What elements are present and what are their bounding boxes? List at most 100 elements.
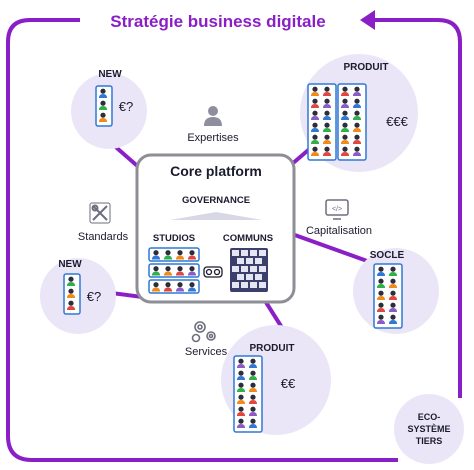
person-tile: [152, 266, 160, 276]
person-tile: [152, 250, 160, 260]
person-tile: [67, 300, 75, 310]
outer-frame: [6, 18, 398, 462]
person-tile: [164, 266, 172, 276]
bubble-new-left: NEW €?: [40, 258, 116, 334]
communs-brick-grid: [230, 248, 268, 292]
person-tile: [188, 266, 196, 276]
link-icon: [203, 266, 223, 278]
page-title: Stratégie business digitale: [110, 12, 325, 31]
outer-frame-right: [372, 18, 462, 398]
standards-label: Standards: [78, 231, 129, 243]
person-tile: [353, 110, 361, 120]
studio-row: [148, 263, 200, 278]
people-column: [373, 263, 403, 329]
eco-line2: SYSTÈME: [407, 424, 450, 434]
capitalisation-label: Capitalisation: [306, 225, 372, 237]
person-tile: [377, 302, 385, 312]
person-tile: [67, 276, 75, 286]
services-label: Services: [185, 346, 228, 358]
person-tile: [176, 266, 184, 276]
person-tile: [237, 406, 245, 416]
people-column: [233, 355, 263, 433]
person-tile: [249, 370, 257, 380]
person-tile: [389, 314, 397, 324]
bubble-produit-top: PRODUIT €€€: [300, 54, 418, 172]
expertises-label: Expertises: [187, 132, 239, 144]
services-group: Services: [185, 321, 228, 358]
bubble-socle: SOCLE: [353, 248, 439, 334]
person-tile: [249, 382, 257, 392]
wrench-screwdriver-icon: [89, 202, 111, 224]
socle-label: SOCLE: [370, 250, 405, 261]
person-tile: [311, 134, 319, 144]
person-tile: [99, 88, 107, 98]
person-tile: [389, 278, 397, 288]
person-tile: [389, 290, 397, 300]
person-tile: [323, 122, 331, 132]
person-tile: [353, 134, 361, 144]
produit-bottom-value: €€: [281, 376, 296, 391]
person-tile: [67, 288, 75, 298]
core-title: Core platform: [170, 163, 262, 179]
gears-icon: [191, 321, 216, 343]
person-tile: [323, 146, 331, 156]
person-icon: [204, 106, 222, 126]
person-tile: [377, 266, 385, 276]
person-tile: [237, 358, 245, 368]
person-tile: [237, 418, 245, 428]
person-tile: [353, 146, 361, 156]
code-screen-icon: </>: [325, 199, 349, 220]
new-left-value: €?: [87, 289, 101, 304]
person-tile: [323, 98, 331, 108]
person-tile: [99, 100, 107, 110]
bubble-new-top: NEW €?: [71, 69, 147, 149]
person-tile: [249, 358, 257, 368]
produit-top-label: PRODUIT: [344, 62, 389, 73]
person-tile: [311, 122, 319, 132]
governance-label: GOVERNANCE: [182, 195, 250, 206]
person-tile: [311, 110, 319, 120]
bubble-produit-bottom: PRODUIT €€: [221, 325, 331, 435]
person-tile: [323, 134, 331, 144]
person-tile: [249, 394, 257, 404]
studio-rows: [148, 247, 200, 294]
person-tile: [164, 250, 172, 260]
person-tile: [237, 382, 245, 392]
frame-arrowhead: [360, 10, 375, 30]
person-tile: [341, 86, 349, 96]
person-tile: [237, 394, 245, 404]
eco-line1: ECO-: [418, 412, 441, 422]
person-tile: [377, 314, 385, 324]
person-tile: [164, 282, 172, 292]
people-column: [63, 273, 81, 315]
svg-text:</>: </>: [332, 206, 342, 213]
person-tile: [188, 250, 196, 260]
new-top-label: NEW: [98, 69, 122, 80]
person-tile: [99, 112, 107, 122]
person-tile: [311, 98, 319, 108]
person-tile: [341, 146, 349, 156]
produit-bottom-label: PRODUIT: [250, 343, 295, 354]
people-column: [307, 83, 337, 161]
person-tile: [341, 122, 349, 132]
governance-wedge: [170, 212, 262, 220]
eco-line3: TIERS: [416, 436, 443, 446]
expertises-group: Expertises: [187, 106, 239, 144]
person-tile: [323, 110, 331, 120]
person-tile: [152, 282, 160, 292]
people-column: [337, 83, 367, 161]
capitalisation-group: </> Capitalisation: [306, 199, 372, 237]
person-tile: [237, 370, 245, 380]
bubble-eco-systeme: ECO- SYSTÈME TIERS: [394, 394, 464, 464]
person-tile: [377, 290, 385, 300]
person-tile: [389, 302, 397, 312]
standards-group: Standards: [78, 202, 129, 243]
person-tile: [188, 282, 196, 292]
person-tile: [323, 86, 331, 96]
person-tile: [341, 110, 349, 120]
person-tile: [311, 86, 319, 96]
person-tile: [176, 250, 184, 260]
produit-top-value: €€€: [386, 114, 408, 129]
person-tile: [353, 86, 361, 96]
